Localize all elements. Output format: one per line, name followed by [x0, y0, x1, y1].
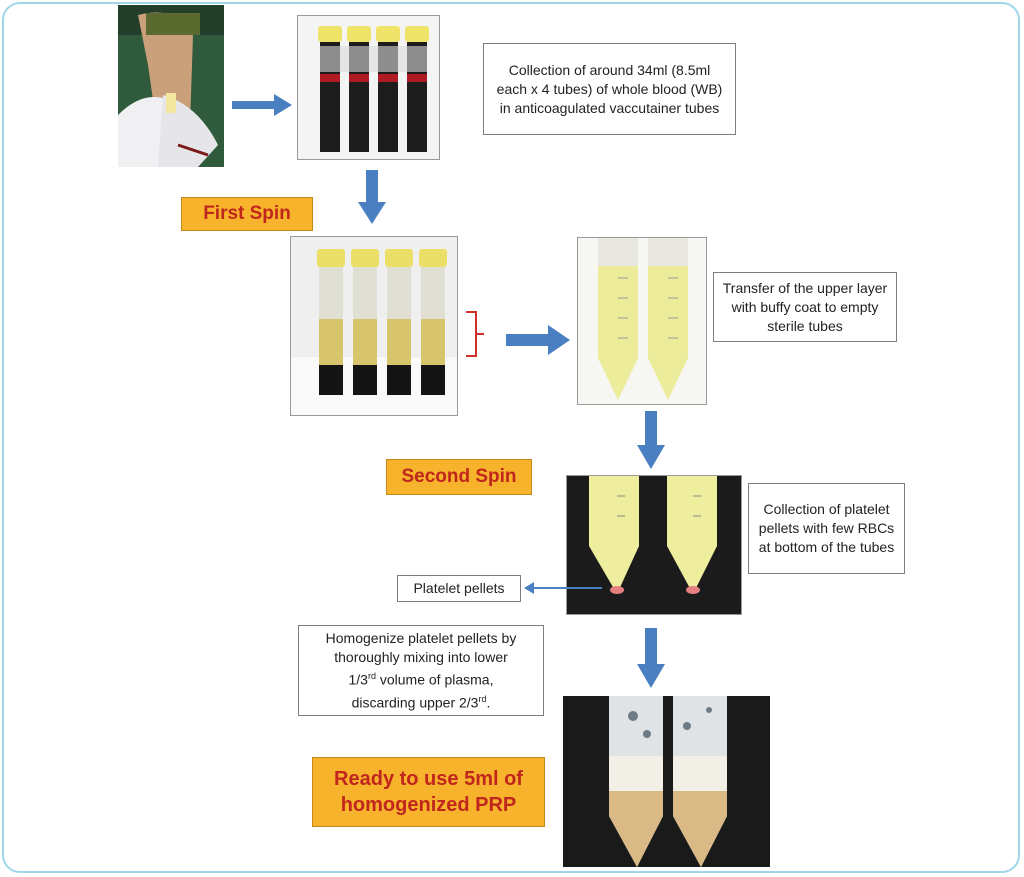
blood-draw-photo: [118, 5, 224, 167]
homogenize-line-3a: discarding upper 2/3: [351, 694, 479, 711]
arrow-right-2: [506, 325, 570, 355]
platelet-pellet-tubes-photo: [566, 475, 742, 615]
homogenize-line-2-sup: rd: [367, 670, 376, 681]
arrow-down-1: [358, 170, 386, 224]
homogenized-prp-tubes-photo: [563, 696, 770, 867]
homogenize-line-2b: volume of plasma,: [375, 671, 494, 688]
homogenize-line-3b: .: [486, 694, 491, 711]
homogenize-line-3-sup: rd: [478, 693, 487, 704]
arrow-down-2: [637, 411, 665, 469]
transfer-text: Transfer of the upper layer with buffy c…: [722, 279, 888, 334]
pellet-collection-text: Collection of platelet pellets with few …: [758, 501, 895, 555]
whole-blood-tubes-photo: [297, 15, 440, 160]
first-spin-tubes-photo: [290, 236, 458, 416]
collection-text-box: Collection of around 34ml (8.5ml each x …: [483, 43, 736, 135]
collection-text: Collection of around 34ml (8.5ml each x …: [496, 61, 723, 116]
transfer-text-box: Transfer of the upper layer with buffy c…: [713, 272, 897, 342]
second-spin-text: Second Spin: [401, 466, 517, 487]
ready-line-1: Ready to use 5ml of: [334, 768, 523, 790]
homogenize-line-2a: 1/3: [348, 671, 368, 688]
pellet-collection-text-box: Collection of platelet pellets with few …: [748, 483, 905, 574]
arrow-right-1: [232, 94, 292, 116]
arrow-down-3: [637, 628, 665, 688]
platelet-pellets-text: Platelet pellets: [413, 580, 505, 596]
homogenize-text-box: Homogenize platelet pellets by thoroughl…: [298, 625, 544, 716]
first-spin-text: First Spin: [203, 203, 291, 224]
transferred-plasma-tubes-photo: [577, 237, 707, 405]
platelet-pellets-label-box: Platelet pellets: [397, 575, 521, 602]
ready-line-2: homogenized PRP: [340, 794, 517, 816]
homogenize-text: Homogenize platelet pellets by thoroughl…: [307, 629, 535, 712]
homogenize-line-1: Homogenize platelet pellets by thoroughl…: [325, 629, 517, 665]
second-spin-label: Second Spin: [386, 459, 532, 495]
ready-to-use-label: Ready to use 5ml of homogenized PRP: [312, 757, 545, 827]
arrow-left-pellets: [524, 582, 602, 594]
first-spin-label: First Spin: [181, 197, 313, 231]
upper-layer-bracket: [466, 311, 484, 357]
